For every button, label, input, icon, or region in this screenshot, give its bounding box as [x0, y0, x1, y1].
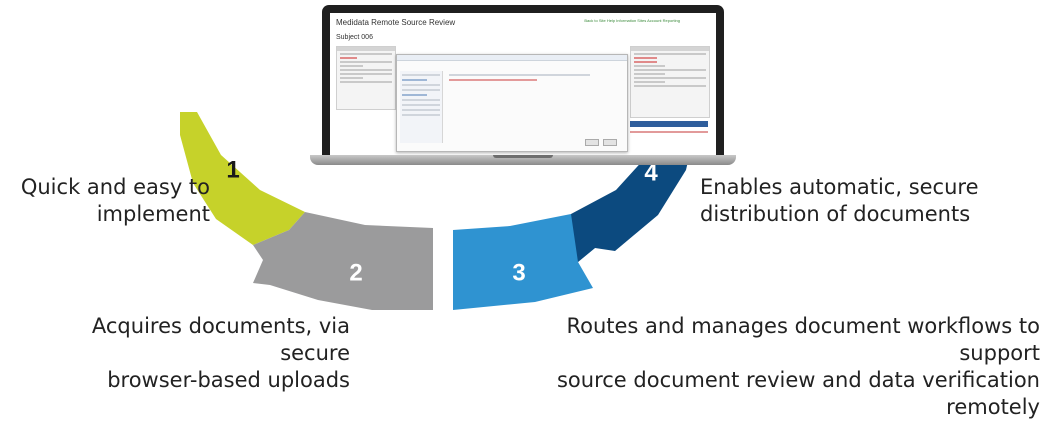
dialog-titlebar [397, 55, 627, 61]
dialog-cancel-button [603, 139, 617, 146]
documents-table-row [630, 131, 708, 133]
step-1-caption-line-1: Quick and easy to [20, 175, 210, 199]
app-subject: Subject 006 [336, 34, 373, 41]
laptop-illustration: Medidata Remote Source Review Back to Si… [310, 5, 736, 165]
laptop-base-notch [493, 155, 553, 158]
step-2-caption: Acquires documents, via secure browser-b… [30, 313, 350, 394]
documents-table-header [630, 121, 708, 127]
step-3-caption-line-1: Routes and manages document workflows to… [566, 314, 1040, 365]
app-title: Medidata Remote Source Review [336, 18, 456, 27]
step-3-caption: Routes and manages document workflows to… [500, 313, 1040, 421]
step-2-caption-line-2: browser-based uploads [107, 368, 350, 392]
step-1-segment [180, 112, 305, 245]
step-3-number: 3 [512, 259, 525, 286]
step-4-caption-line-1: Enables automatic, secure [700, 175, 979, 199]
laptop-base [310, 155, 736, 165]
step-4-caption: Enables automatic, secure distribution o… [700, 174, 1030, 228]
step-4-number: 4 [644, 159, 658, 186]
step-2-segment [253, 212, 433, 310]
dialog-file-list [447, 71, 623, 111]
dialog-open-button [585, 139, 599, 146]
step-3-segment [453, 214, 595, 310]
step-1-caption-line-2: implement [96, 202, 210, 226]
laptop-screen: Medidata Remote Source Review Back to Si… [330, 13, 716, 155]
step-2-caption-line-1: Acquires documents, via secure [91, 314, 350, 365]
subject-details-panel [336, 46, 396, 110]
app-nav: Back to Site Help Information Sites Acco… [584, 18, 680, 23]
step-4-caption-line-2: distribution of documents [700, 202, 971, 226]
step-1-caption: Quick and easy to implement [10, 174, 210, 228]
step-2-number: 2 [349, 259, 362, 286]
step-3-caption-line-2: source document review and data verifica… [556, 368, 1040, 419]
side-info-panel [630, 46, 710, 118]
dialog-folder-tree [400, 71, 443, 143]
step-cycle-diagram: 1 2 3 4 [180, 108, 700, 310]
laptop-bezel: Medidata Remote Source Review Back to Si… [322, 5, 724, 155]
file-upload-dialog [396, 54, 628, 152]
step-1-number: 1 [226, 156, 239, 183]
